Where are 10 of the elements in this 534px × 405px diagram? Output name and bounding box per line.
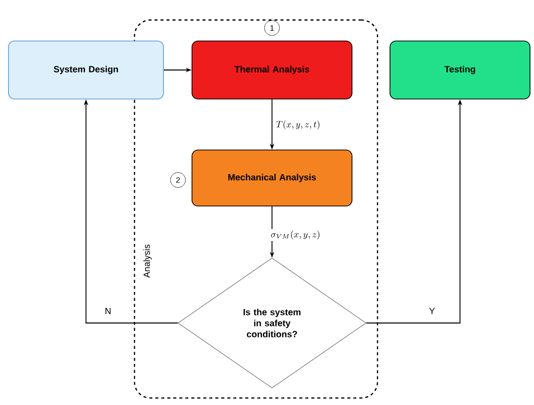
edge-label: $T(x,y,z,t)$ xyxy=(274,119,322,131)
process-box: System Design xyxy=(8,40,164,100)
step-number: 1 xyxy=(264,20,280,36)
edge-label: Y xyxy=(428,306,436,316)
edge-label: $\sigma_{VM}(x,y,z)$ xyxy=(269,229,322,241)
process-box: Testing xyxy=(390,40,530,100)
edge-label: N xyxy=(103,306,113,316)
step-number: 2 xyxy=(170,172,186,188)
process-box: Mechanical Analysis xyxy=(192,150,352,206)
process-box: Thermal Analysis xyxy=(192,40,352,100)
